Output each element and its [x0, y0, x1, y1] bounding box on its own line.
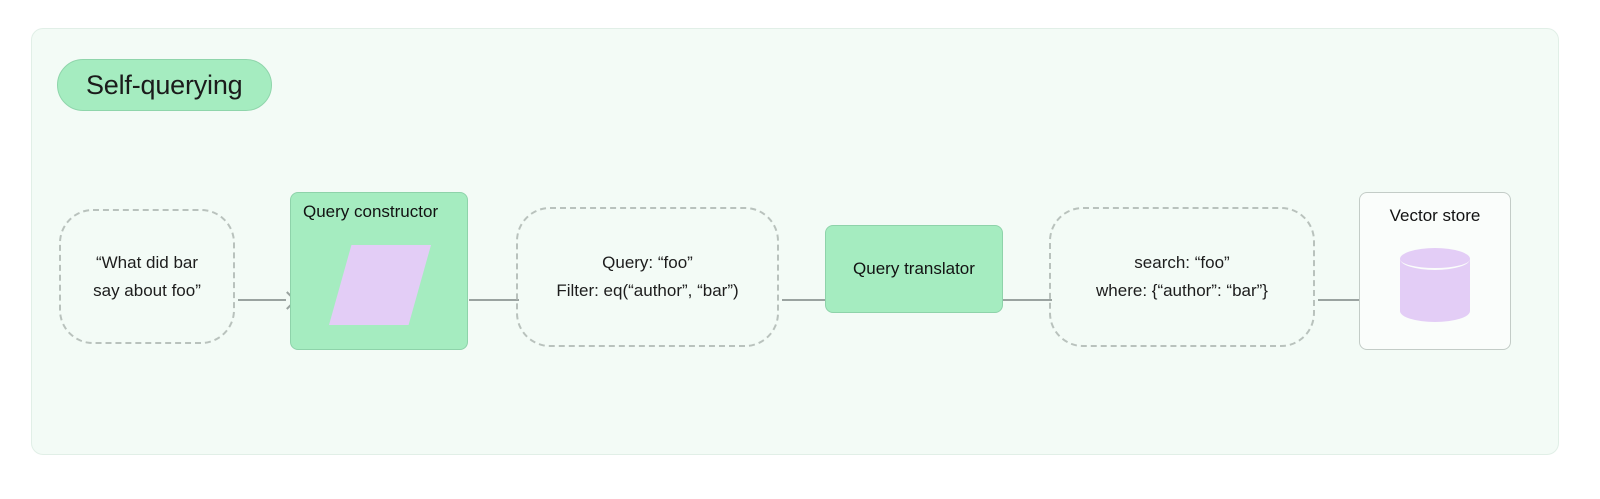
flow-pipeline: “What did bar say about foo” Query const… [32, 29, 1558, 454]
diagram-container: Self-querying “What did bar say about fo… [31, 28, 1559, 455]
node-query-constructor[interactable]: Query constructor [290, 192, 468, 350]
connector-structured-query-to-query-translator [782, 299, 830, 301]
connector-query-translator-to-translated-query [1003, 299, 1052, 301]
diagram-title-pill: Self-querying [57, 59, 272, 111]
node-translated-query: search: “foo” where: {“author”: “bar”} [1049, 207, 1315, 347]
connector-user-query-to-query-constructor [238, 299, 286, 301]
connector-query-constructor-to-structured-query [469, 299, 519, 301]
node-query-translator[interactable]: Query translator [825, 225, 1003, 313]
node-structured-query-line-1: Query: “foo” [602, 253, 693, 272]
node-translated-query-line-1: search: “foo” [1134, 253, 1230, 272]
node-user-query-line-1: “What did bar [95, 252, 199, 272]
node-user-query: “What did bar say about foo” [59, 209, 235, 344]
node-structured-query-line-2: Filter: eq(“author”, “bar”) [556, 281, 739, 300]
node-vector-store[interactable]: Vector store [1359, 192, 1511, 350]
node-structured-query: Query: “foo” Filter: eq(“author”, “bar”) [516, 207, 779, 347]
database-cylinder-icon [1400, 248, 1470, 322]
node-query-translator-label: Query translator [853, 259, 975, 278]
node-translated-query-line-2: where: {“author”: “bar”} [1096, 281, 1268, 300]
node-query-constructor-label: Query constructor [303, 202, 439, 221]
node-user-query-line-2: say about foo” [93, 280, 201, 300]
parallelogram-icon [329, 245, 431, 325]
node-vector-store-label: Vector store [1389, 206, 1481, 225]
connector-translated-query-to-vector-store [1318, 299, 1362, 301]
diagram-title-label: Self-querying [86, 69, 243, 100]
